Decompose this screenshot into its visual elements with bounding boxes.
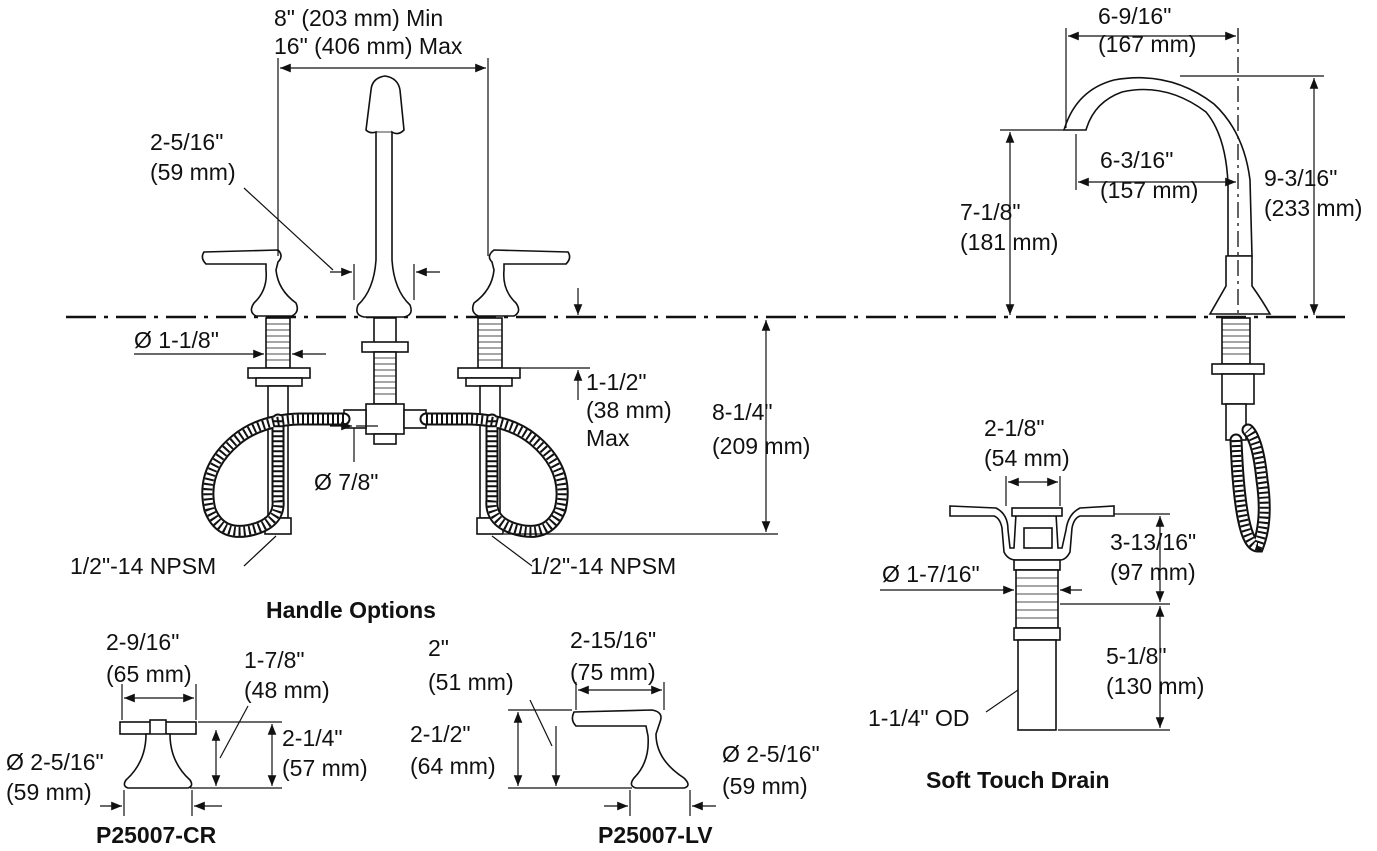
spout-clearance-mm: (181 mm) <box>960 229 1058 255</box>
deck-thickness-mm: (38 mm) <box>586 397 672 423</box>
spout-height-mm: (233 mm) <box>1264 195 1362 221</box>
spout <box>356 75 412 318</box>
lv-height-mm: (64 mm) <box>410 753 496 779</box>
soft-touch-drain-caption: Soft Touch Drain <box>926 767 1110 793</box>
npsm-left-label: 1/2"-14 NPSM <box>70 553 216 579</box>
drain-tail-label: 5-1/8" <box>1106 643 1167 669</box>
right-braided-hose <box>419 412 569 538</box>
right-mount-nut <box>457 367 521 379</box>
cr-height-label: 2-1/4" <box>282 725 343 751</box>
drain-flange-mm: (54 mm) <box>984 445 1070 471</box>
cr-height-top-label: 1-7/8" <box>244 647 305 673</box>
drain-depth-label: 3-13/16" <box>1110 529 1196 555</box>
left-braided-hose <box>201 412 351 538</box>
lv-base-label: Ø 2-5/16" <box>722 741 820 767</box>
spout-side-view <box>1062 77 1272 553</box>
spout-reach-inner-label: 6-3/16" <box>1100 147 1173 173</box>
spout-clearance-label: 7-1/8" <box>960 199 1021 225</box>
cr-height-mm: (57 mm) <box>282 755 368 781</box>
lv-reach-label: 2-15/16" <box>570 627 656 653</box>
spout-side-shank <box>1221 317 1251 365</box>
left-lever-handle <box>201 249 299 317</box>
cr-width-label: 2-9/16" <box>106 629 179 655</box>
lv-reach-mm: (75 mm) <box>570 659 656 685</box>
soft-touch-drain <box>949 505 1115 731</box>
handle-offset-label: 2-5/16" <box>150 129 223 155</box>
drain-depth-mm: (97 mm) <box>1110 559 1196 585</box>
drain-flange <box>1011 507 1063 517</box>
spread-max-label: 16" (406 mm) Max <box>274 33 463 59</box>
cr-width-mm: (65 mm) <box>106 661 192 687</box>
drain-body <box>1015 569 1059 629</box>
deck-thickness-label: 1-1/2" <box>586 369 647 395</box>
shank-length-label: 8-1/4" <box>712 399 773 425</box>
cr-base-label: Ø 2-5/16" <box>6 749 104 775</box>
spread-min-label: 8" (203 mm) Min <box>274 5 443 31</box>
drain-od-label: 1-1/4" OD <box>868 705 969 731</box>
tee-connector <box>365 403 405 435</box>
cr-height-top-mm: (48 mm) <box>244 677 330 703</box>
spout-reach-inner-mm: (157 mm) <box>1100 177 1198 203</box>
lv-base-mm: (59 mm) <box>722 773 808 799</box>
handle-options-caption: Handle Options <box>266 597 436 623</box>
spout-reach-outer-label: 6-9/16" <box>1098 3 1171 29</box>
main-faucet-front-view <box>201 75 571 538</box>
valve-dia-label: Ø 7/8" <box>314 469 378 495</box>
handle-offset-mm: (59 mm) <box>150 159 236 185</box>
drain-tail-mm: (130 mm) <box>1106 673 1204 699</box>
lever-handle <box>571 709 689 789</box>
spout-height-label: 9-3/16" <box>1264 165 1337 191</box>
npsm-right-label: 1/2"-14 NPSM <box>530 553 676 579</box>
drain-flange-label: 2-1/8" <box>984 415 1045 441</box>
model-lv-caption: P25007-LV <box>598 822 713 848</box>
lv-handle-height-label: 2" <box>428 635 449 661</box>
deck-thickness-max: Max <box>586 425 630 451</box>
tailpiece <box>1017 639 1057 731</box>
drain-dia-label: Ø 1-7/16" <box>882 561 980 587</box>
lever-handle-p25007-lv <box>571 709 689 789</box>
shank-length-mm: (209 mm) <box>712 433 810 459</box>
lv-handle-height-mm: (51 mm) <box>428 669 514 695</box>
cr-base-mm: (59 mm) <box>6 779 92 805</box>
left-shank <box>265 317 291 369</box>
left-mount-nut <box>247 367 311 379</box>
gooseneck-spout <box>1062 77 1253 257</box>
lv-height-label: 2-1/2" <box>410 721 471 747</box>
cross-handle-p25007-cr <box>119 719 197 789</box>
spout-reach-outer-mm: (167 mm) <box>1098 31 1196 57</box>
right-lever-handle <box>471 249 571 317</box>
right-shank <box>477 317 503 369</box>
handle-dia-label: Ø 1-1/8" <box>134 327 219 353</box>
model-cr-caption: P25007-CR <box>96 822 217 848</box>
